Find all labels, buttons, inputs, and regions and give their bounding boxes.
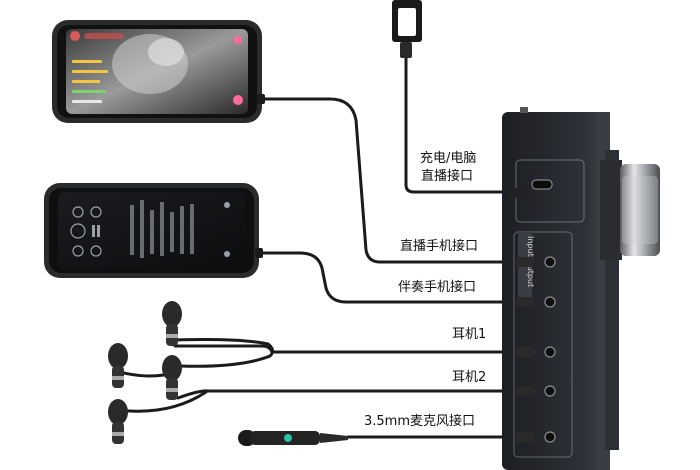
live-phone xyxy=(52,20,265,123)
usbc-port xyxy=(531,179,553,190)
earbud xyxy=(162,301,182,346)
label-live-phone-port: 直播手机接口 xyxy=(400,239,479,254)
label-mic-port: 3.5mm麦克风接口 xyxy=(364,414,476,429)
usb-cable xyxy=(404,56,524,194)
jack-plugs xyxy=(516,257,534,442)
earbud xyxy=(108,399,128,444)
earbud xyxy=(162,355,182,400)
accomp-phone xyxy=(44,183,263,278)
label-earphone1: 耳机1 xyxy=(452,327,487,342)
label-accomp-phone-port: 伴奏手机接口 xyxy=(398,280,477,295)
jack-ports xyxy=(544,256,556,443)
volume-knob xyxy=(600,160,660,260)
label-charge-pc-live: 直播接口 xyxy=(421,169,474,184)
mic-led xyxy=(284,434,292,442)
earphones xyxy=(108,301,182,444)
label-earphone2: 耳机2 xyxy=(452,370,487,385)
lavalier-mic xyxy=(238,430,348,446)
earphone1-cable xyxy=(173,344,522,354)
live-phone-cable xyxy=(260,97,522,264)
accomp-phone-cable xyxy=(260,251,522,304)
usb-plug xyxy=(392,0,422,58)
earbud xyxy=(108,343,128,388)
label-charge-pc: 充电/电脑 xyxy=(420,151,477,166)
cables xyxy=(116,56,524,439)
sound-card-device: Input/Output xyxy=(502,107,660,470)
